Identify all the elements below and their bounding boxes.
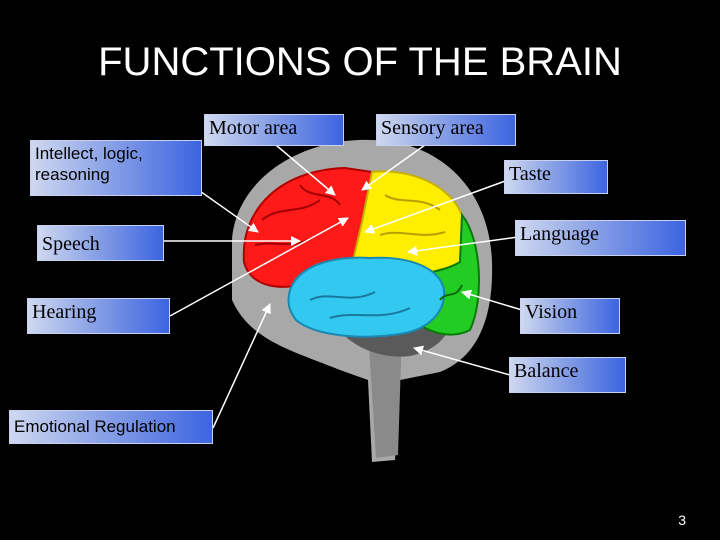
page-number: 3: [678, 512, 686, 528]
brainstem: [368, 330, 402, 458]
label-balance: Balance: [509, 357, 626, 393]
label-speech: Speech: [37, 225, 164, 261]
arrow-language: [407, 236, 519, 256]
temporal-lobe: [287, 256, 446, 338]
label-taste: Taste: [504, 160, 608, 194]
slide-title: FUNCTIONS OF THE BRAIN: [98, 40, 622, 84]
arrow-emotional: [212, 303, 271, 429]
label-intellect: Intellect, logic, reasoning: [30, 140, 202, 196]
label-emotional-regulation: Emotional Regulation: [9, 410, 213, 444]
label-vision: Vision: [520, 298, 620, 334]
label-language: Language: [515, 220, 686, 256]
label-motor-area: Motor area: [204, 114, 344, 146]
label-sensory-area: Sensory area: [376, 114, 516, 146]
arrow-vision: [461, 289, 523, 311]
arrow-motor-area: [269, 139, 336, 196]
brain-gyri-lines: [254, 184, 463, 319]
arrow-balance: [413, 345, 511, 376]
label-arrows: [164, 139, 523, 429]
arrow-hearing: [169, 217, 349, 317]
label-hearing: Hearing: [27, 298, 170, 334]
arrow-sensory-area: [361, 139, 433, 191]
arrow-taste: [364, 179, 509, 234]
